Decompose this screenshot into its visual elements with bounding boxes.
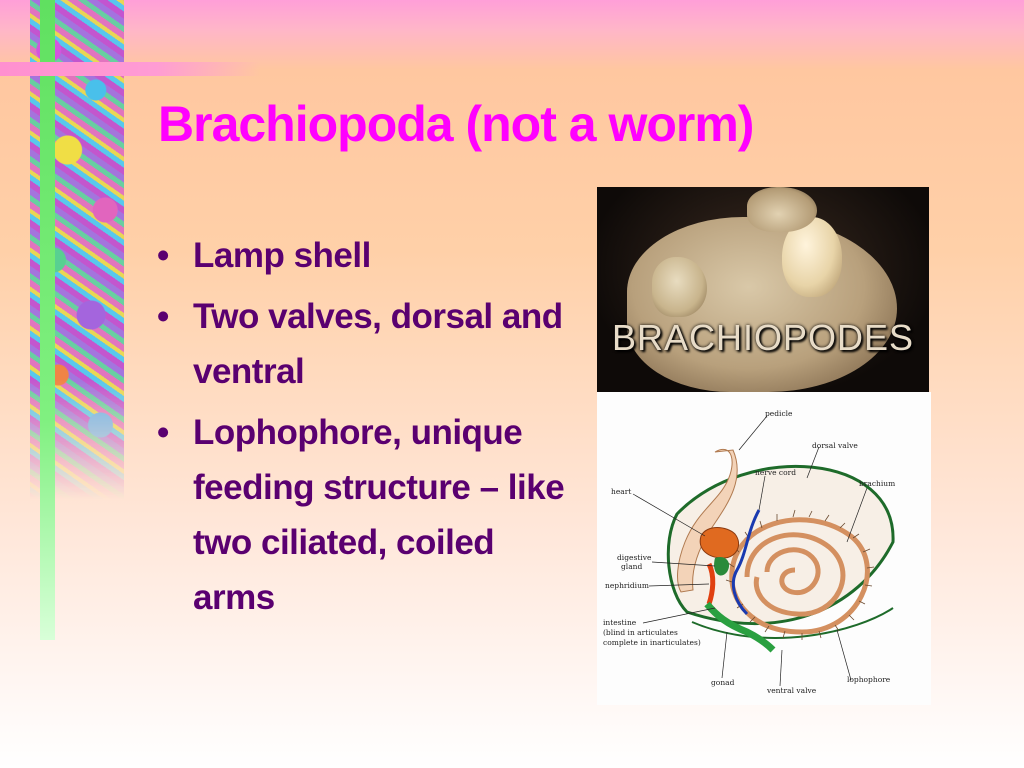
label-heart: heart — [611, 487, 631, 496]
brachiopod-photo: BRACHIOPODES — [597, 187, 929, 392]
label-ventral-valve: ventral valve — [766, 686, 817, 695]
bullet-item: • Lamp shell — [155, 228, 570, 283]
nerve-cord — [731, 509, 761, 616]
label-lophophore: lophophore — [847, 675, 891, 684]
label-nerve-cord: nerve cord — [755, 468, 796, 477]
digestive-gland — [714, 556, 730, 576]
decorative-horizontal-bar — [0, 62, 260, 76]
brachiopod-anatomy-diagram: pedicle dorsal valve nerve cord brachium… — [597, 392, 931, 705]
label-leaders — [632, 415, 868, 687]
pedicle — [677, 449, 738, 593]
bullet-item: • Two valves, dorsal and ventral — [155, 289, 570, 399]
photo-shell — [747, 187, 817, 232]
label-digestive-gland-2: gland — [621, 562, 643, 571]
bullet-dot: • — [157, 413, 169, 452]
ventral-valve-edge — [691, 607, 894, 639]
bullet-text: Lophophore, unique feeding structure – l… — [193, 413, 565, 617]
label-pedicle: pedicle — [765, 409, 793, 418]
bullet-dot: • — [157, 236, 169, 275]
bullet-item: • Lophophore, unique feeding structure – … — [155, 405, 570, 625]
intestine — [704, 601, 776, 653]
bullet-list: • Lamp shell • Two valves, dorsal and vent… — [155, 228, 570, 631]
nephridium — [706, 562, 716, 605]
photo-caption: BRACHIOPODES — [611, 317, 915, 358]
slide-title: Brachiopoda (not a worm) — [158, 96, 754, 152]
label-intestine-1: intestine — [603, 618, 637, 627]
photo-shell — [652, 257, 707, 317]
bullet-text: Two valves, dorsal and ventral — [193, 297, 563, 391]
anatomy-svg: pedicle dorsal valve nerve cord brachium… — [603, 409, 895, 695]
label-gonad: gonad — [711, 678, 735, 687]
label-nephridium: nephridium — [605, 581, 649, 590]
heart — [699, 527, 739, 559]
label-digestive-gland-1: digestive — [617, 553, 652, 562]
label-intestine-3: complete in inarticulates) — [603, 638, 701, 647]
decorative-vertical-bar — [40, 0, 55, 640]
label-dorsal-valve: dorsal valve — [812, 441, 858, 450]
label-brachium: brachium — [859, 479, 895, 488]
bullet-dot: • — [157, 297, 169, 336]
bullet-text: Lamp shell — [193, 236, 371, 275]
label-intestine-2: (blind in articulates — [603, 628, 678, 637]
lophophore — [729, 517, 870, 635]
